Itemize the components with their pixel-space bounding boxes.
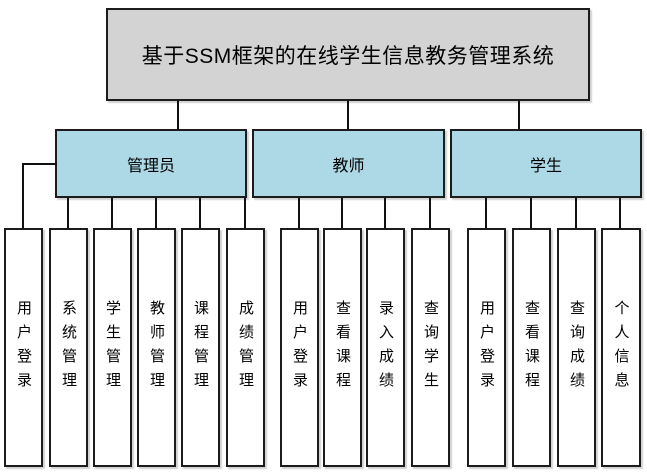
- group-node-label: 学生: [529, 157, 562, 175]
- node-label: 系统管理: [60, 299, 77, 396]
- connector-admin-child-2: [67, 198, 69, 228]
- connector-title-to-student: [518, 101, 520, 129]
- node-label: 查询成绩: [568, 299, 585, 396]
- node-admin-user-login: 用户登录: [4, 228, 43, 467]
- node-label: 课程管理: [192, 299, 209, 396]
- node-label: 学生管理: [104, 299, 121, 396]
- group-node-student: 学生: [450, 129, 642, 198]
- node-teacher-management: 教师管理: [137, 228, 176, 467]
- node-teacher-view-courses: 查看课程: [323, 228, 362, 467]
- group-node-label: 教师: [332, 157, 365, 175]
- connector-title-to-admin: [177, 101, 179, 129]
- node-label: 用户登录: [15, 299, 32, 396]
- node-student-user-login: 用户登录: [467, 228, 506, 467]
- node-enter-grades: 录入成绩: [366, 228, 405, 467]
- connector-student-child-4: [619, 198, 621, 228]
- node-grade-management: 成绩管理: [226, 228, 265, 467]
- connector-student-child-2: [530, 198, 532, 228]
- node-course-management: 课程管理: [181, 228, 220, 467]
- node-label: 录入成绩: [377, 299, 394, 396]
- node-label: 用户登录: [291, 299, 308, 396]
- group-node-teacher: 教师: [252, 129, 445, 198]
- node-label: 查看课程: [523, 299, 540, 396]
- node-label: 成绩管理: [237, 299, 254, 396]
- node-query-students: 查询学生: [411, 228, 450, 467]
- connector-student-child-1: [485, 198, 487, 228]
- node-teacher-user-login: 用户登录: [280, 228, 319, 467]
- node-label: 查询学生: [422, 299, 439, 396]
- node-system-management: 系统管理: [49, 228, 88, 467]
- root-node-label: 基于SSM框架的在线学生信息教务管理系统: [141, 44, 555, 68]
- node-label: 教师管理: [148, 299, 165, 396]
- connector-admin-elbow-vertical: [22, 163, 24, 228]
- connector-teacher-child-2: [341, 198, 343, 228]
- connector-admin-child-3: [111, 198, 113, 228]
- node-student-view-courses: 查看课程: [512, 228, 551, 467]
- node-student-management: 学生管理: [93, 228, 132, 467]
- node-label: 查看课程: [334, 299, 351, 396]
- connector-admin-elbow-horizontal: [22, 163, 57, 165]
- node-personal-info: 个人信息: [601, 228, 641, 467]
- root-node-system-title: 基于SSM框架的在线学生信息教务管理系统: [106, 8, 590, 101]
- node-query-grades: 查询成绩: [557, 228, 596, 467]
- node-label: 个人信息: [612, 299, 630, 396]
- connector-admin-child-6: [244, 198, 246, 228]
- connector-admin-child-5: [199, 198, 201, 228]
- connector-teacher-child-1: [298, 198, 300, 228]
- connector-admin-child-4: [155, 198, 157, 228]
- group-node-label: 管理员: [126, 157, 175, 175]
- connector-teacher-child-4: [429, 198, 431, 228]
- connector-teacher-child-3: [384, 198, 386, 228]
- group-node-admin: 管理员: [55, 129, 247, 198]
- node-label: 用户登录: [478, 299, 495, 396]
- connector-title-to-teacher: [347, 101, 349, 129]
- connector-student-child-3: [575, 198, 577, 228]
